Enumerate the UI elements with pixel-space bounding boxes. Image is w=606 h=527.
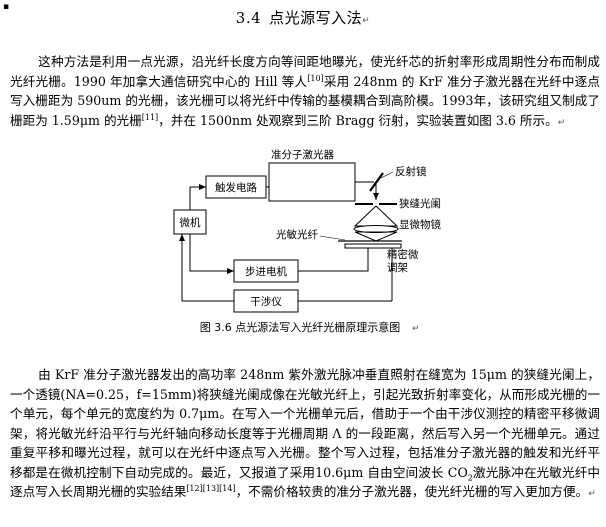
beam-cone-upper [353,205,399,227]
paragraph-mark: ↵ [557,117,566,128]
excimer-laser-label: 准分子激光器 [271,148,334,161]
trigger-circuit-label: 触发电路 [215,181,257,194]
paragraph-1: 这种方法是利用一点光源，沿光纤长度方向等间距地曝光，使光纤芯的折射率形成周期性分… [10,52,600,133]
wire-micro-to-trigger [189,184,206,210]
figure-caption: 图 3.6 点光源法写入光纤光栅原理示意图 [200,320,401,334]
para1-text-3: ，并在 1500nm 处观察到三阶 Bragg 衍射，实验装置如图 3.6 所示… [158,112,558,128]
section-heading: 3.4 点光源写入法↵ [0,7,606,28]
paragraph-mark: ↵ [362,16,371,26]
wire-stepper-to-stage [298,244,369,272]
stage-label-line2: 调架 [387,262,408,274]
wire-interferometer-to-micro [179,234,234,302]
mirror-label: 反射镜 [395,165,427,178]
para2-text-1: 由 KrF 准分子激光器发出的高功率 248nm 紫外激光脉冲垂直照射在缝宽为 … [10,367,600,480]
wire-micro-to-stepper [189,234,234,274]
interferometer-label: 干涉仪 [250,295,282,308]
fiber-label: 光敏光纤 [276,228,318,241]
fiber-leader [319,235,346,241]
microcomputer-label: 微机 [180,216,201,229]
citation-12-14: [12][13][14] [186,483,236,493]
objective-label: 显微物镜 [399,218,441,231]
para1-text-1: 这种方法是利用一点光源，沿光纤长度方向等间距地曝光，使光纤芯的折射率形成周期性分… [10,54,600,89]
co2-subscript: 2 [467,473,473,483]
stage-label-line1: 精密微 [387,248,419,261]
bullet-marker: ▪ [3,2,10,12]
stepper-motor-label: 步进电机 [245,265,287,278]
paragraph-mark: ↵ [588,489,596,499]
beam-cone-lower [354,231,398,242]
citation-10: [10] [307,73,324,83]
para1-text-2: 采用 248nm 的 KrF 准分子激光器在光纤中逐点写入栅距为 590um 的… [10,73,600,128]
section-title: 点光源写入法 [269,9,363,27]
para2-text-2: 激光脉冲在光敏光纤中逐点写入长周期光栅的实验结果 [10,464,601,500]
citation-11: [11] [141,112,159,122]
paragraph-2: 由 KrF 准分子激光器发出的高功率 248nm 紫外激光脉冲垂直照射在缝宽为 … [10,365,600,505]
slit-label: 狭缝光阑 [399,197,441,210]
objective-lens [353,225,399,233]
section-number: 3.4 [235,9,262,27]
para2-text-3: ，不需价格较贵的准分子激光器，使光纤光栅的写入更加方便。 [235,484,589,499]
mirror-leader [380,171,394,179]
caption-mark: ↵ [412,324,420,334]
precision-stage [344,243,402,249]
excimer-laser-box [268,162,356,202]
